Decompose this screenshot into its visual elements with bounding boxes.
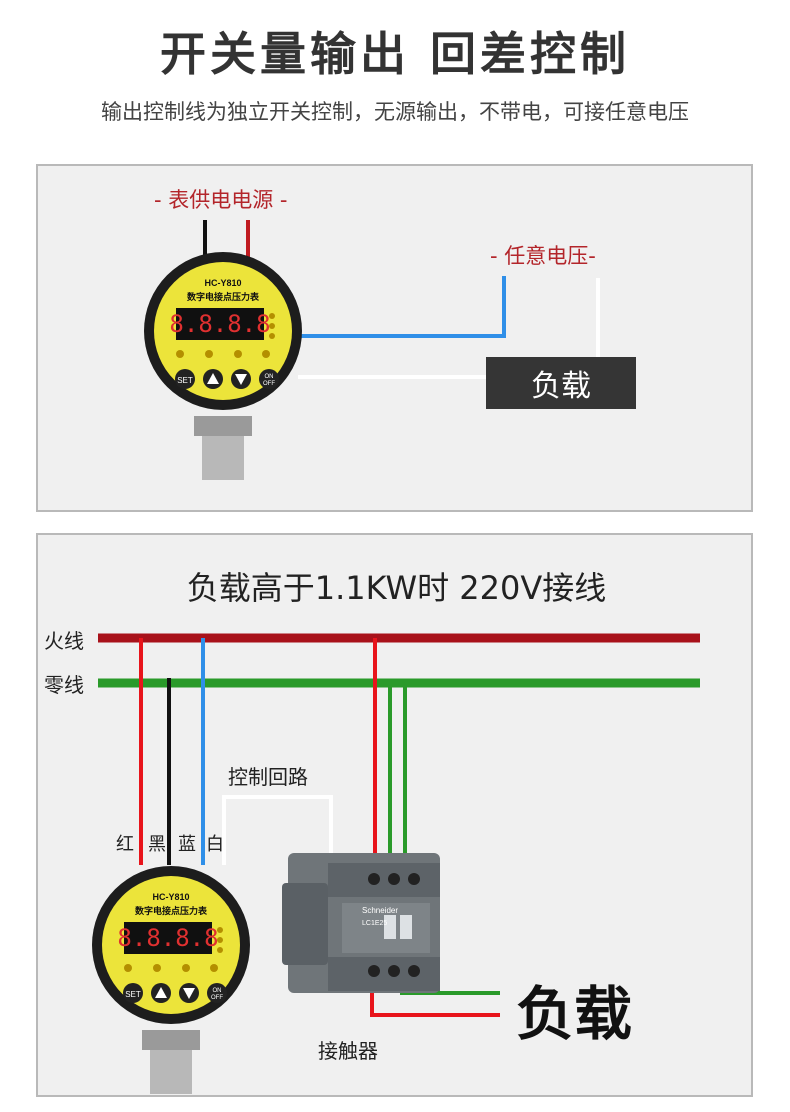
contactor-model: LC1E25	[362, 920, 387, 927]
svg-text:OFF: OFF	[211, 995, 223, 1001]
neutral-wire-label: 零线	[44, 673, 84, 697]
set-button	[175, 369, 195, 389]
wire-color-blue: 蓝	[178, 834, 196, 855]
onoff-button	[259, 369, 279, 389]
wiring-diagram-basic: HC-Y810 数字电接点压力表 8.8.8.8 SET ON OFF - 表供…	[36, 164, 753, 512]
live-wire-label: 火线	[44, 629, 84, 653]
load-box: 负载	[486, 357, 636, 409]
page-title: 开关量输出 回差控制	[159, 27, 630, 81]
control-loop-label: 控制回路	[228, 765, 308, 789]
panel1-wires: HC-Y810 数字电接点压力表 8.8.8.8 SET ON OFF	[144, 220, 600, 480]
gauge-name: 数字电接点压力表	[187, 291, 260, 303]
any-voltage-label: - 任意电压-	[490, 244, 596, 268]
panel2-wires: Schneider LC1E25 HC-Y810 数字电接点压力表 8.8.8.…	[92, 633, 700, 1094]
load-label-big: 负载	[516, 980, 633, 1048]
svg-text:ON: ON	[213, 988, 222, 994]
gauge-display-2: 8.8.8.8	[117, 924, 218, 952]
wire-color-white: 白	[206, 834, 224, 855]
contactor-brand: Schneider	[362, 906, 398, 915]
gauge-name-2: 数字电接点压力表	[135, 905, 208, 917]
svg-text:SET: SET	[125, 990, 141, 999]
panel2-title: 负载高于1.1KW时 220V接线	[186, 569, 607, 607]
contactor: Schneider LC1E25	[282, 853, 440, 993]
wire-color-red: 红	[116, 834, 134, 855]
pressure-gauge-1: HC-Y810 数字电接点压力表 8.8.8.8 SET ON OFF	[144, 252, 302, 480]
wire-color-black: 黑	[148, 834, 166, 855]
page-subtitle: 输出控制线为独立开关控制，无源输出，不带电，可接任意电压	[101, 100, 689, 124]
gauge-display: 8.8.8.8	[169, 310, 270, 338]
gauge-model-2: HC-Y810	[152, 892, 189, 902]
pressure-gauge-2: HC-Y810 数字电接点压力表 8.8.8.8 SET ON OFF	[92, 866, 250, 1094]
svg-text:SET: SET	[177, 376, 193, 385]
svg-text:OFF: OFF	[263, 381, 275, 387]
svg-text:ON: ON	[265, 374, 274, 380]
gauge-model: HC-Y810	[204, 278, 241, 288]
contactor-label: 接触器	[318, 1039, 378, 1063]
wiring-diagram-contactor: 负载高于1.1KW时 220V接线 Schneider LC1E25	[36, 533, 753, 1097]
power-supply-label: - 表供电电源 -	[154, 188, 288, 212]
